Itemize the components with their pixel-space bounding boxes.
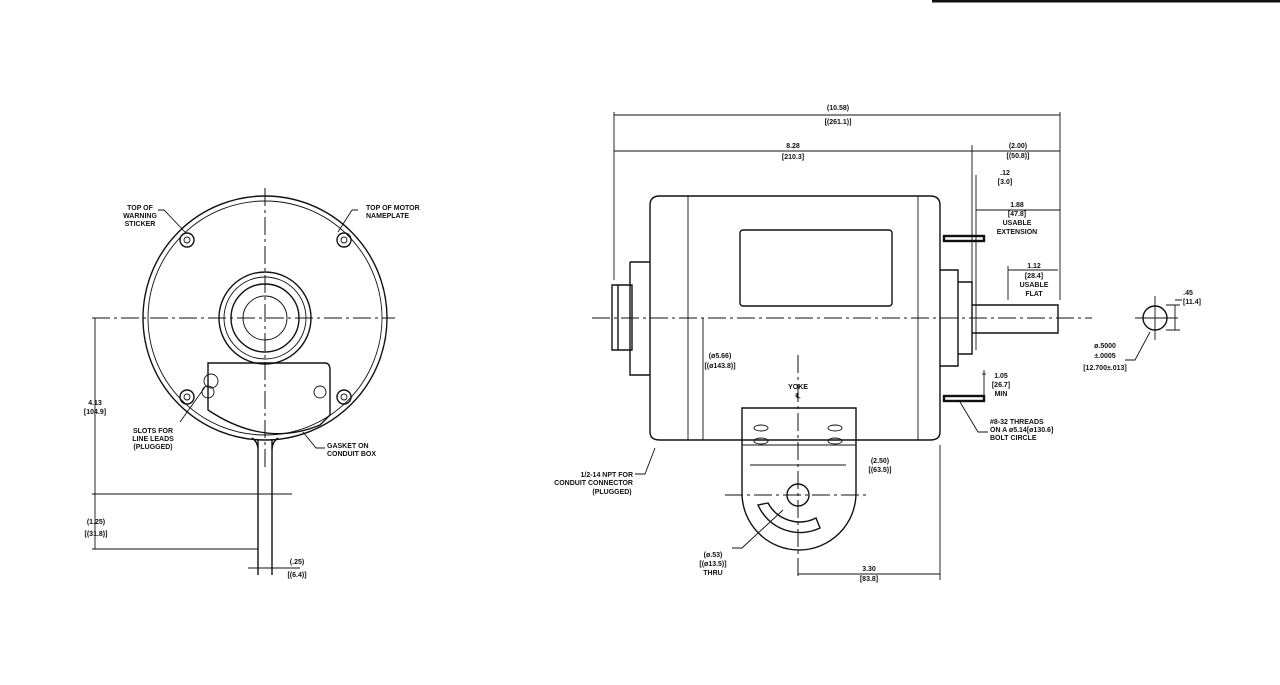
label-slots: SLOTS FOR	[133, 428, 173, 435]
dim-usable-extension: EXTENSION	[997, 229, 1037, 236]
dim-usable-extension: [47.8]	[1008, 211, 1026, 218]
dim-body-length: [210.3]	[782, 154, 804, 161]
motor-body	[649, 195, 941, 441]
dim-overall-length: (10.58)	[827, 105, 849, 112]
dim-lead-width: (.25)	[290, 559, 304, 566]
label-gasket: CONDUIT BOX	[327, 451, 376, 458]
dim-stud-min: MIN	[995, 391, 1008, 398]
label-motor-nameplate: TOP OF MOTOR	[366, 205, 420, 212]
dim-shoulder: .12	[1000, 170, 1010, 177]
dim-usable-flat: [28.4]	[1025, 273, 1043, 280]
dim-stud-min: 1.05	[994, 373, 1008, 380]
label-slots: LINE LEADS	[132, 436, 174, 443]
dim-usable-extension: USABLE	[1003, 220, 1032, 227]
dim-hole: [(ø13.5)]	[699, 561, 726, 568]
dim-foot-height: [(63.5)]	[869, 467, 892, 474]
dim-overall-length: [(261.1)]	[825, 119, 852, 126]
dim-shaft-length: (2.00)	[1009, 143, 1027, 150]
dim-body-diameter: [(ø143.8)]	[704, 363, 735, 370]
dim-height: 4.13	[88, 400, 102, 407]
label-conduit: 1/2-14 NPT FOR	[580, 472, 633, 479]
nameplate	[739, 229, 893, 307]
dim-foot-offset: [83.8]	[860, 576, 878, 583]
shaft-section: .45 [11.4] ø.5000 ±.0005 [12.700±.013]	[1083, 290, 1201, 372]
dim-usable-flat: 1.12	[1027, 263, 1041, 270]
label-warning-sticker: WARNING	[123, 213, 157, 220]
dim-usable-extension: 1.88	[1010, 202, 1024, 209]
conduit-box	[207, 362, 331, 435]
label-threads: #8-32 THREADS	[990, 419, 1044, 426]
dim-foot-height: (2.50)	[871, 458, 889, 465]
dim-stud-min: [26.7]	[992, 382, 1010, 389]
label-threads: BOLT CIRCLE	[990, 435, 1037, 442]
dim-foot-offset: 3.30	[862, 566, 876, 573]
dim-shaft-length: [(50.8)]	[1007, 153, 1030, 160]
label-warning-sticker: STICKER	[125, 221, 156, 228]
dim-usable-flat: USABLE	[1020, 282, 1049, 289]
dim-lead-width: [(6.4)]	[287, 572, 306, 579]
dim-shoulder: [3.0]	[998, 179, 1012, 186]
stud	[942, 394, 986, 403]
dim-shaft-diameter: [12.700±.013]	[1083, 365, 1127, 372]
label-conduit: (PLUGGED)	[592, 489, 631, 496]
dim-shaft-diameter: ø.5000	[1094, 343, 1116, 350]
label-slots: (PLUGGED)	[133, 444, 172, 451]
label-conduit: CONDUIT CONNECTOR	[554, 480, 633, 487]
end-view: TOP OF WARNING STICKER TOP OF MOTOR NAME…	[84, 188, 420, 579]
label-threads: ON A ø5.14[ø130.6]	[990, 427, 1053, 434]
label-gasket: GASKET ON	[327, 443, 369, 450]
bolt-icon	[179, 232, 352, 405]
side-view: (10.58) [(261.1)] 8.28 [210.3] (2.00) [(…	[554, 105, 1092, 583]
stud	[942, 234, 986, 243]
dim-usable-flat: FLAT	[1025, 291, 1043, 298]
dim-body-diameter: (ø5.66)	[709, 353, 732, 360]
dim-shaft-flat: .45	[1183, 290, 1193, 297]
dim-lead: [(31.8)]	[85, 531, 108, 538]
dim-hole: (ø.53)	[704, 552, 723, 559]
label-yoke: ℄	[795, 392, 801, 400]
dim-shaft-diameter: ±.0005	[1094, 353, 1115, 360]
mounting-foot	[741, 407, 857, 551]
label-yoke: YOKE	[788, 384, 808, 391]
dim-height: [104.9]	[84, 409, 106, 416]
dim-hole: THRU	[703, 570, 722, 577]
dim-shaft-flat: [11.4]	[1183, 299, 1201, 306]
dim-body-length: 8.28	[786, 143, 800, 150]
label-motor-nameplate: NAMEPLATE	[366, 213, 409, 220]
dim-lead: (1.25)	[87, 519, 105, 526]
label-warning-sticker: TOP OF	[127, 205, 154, 212]
